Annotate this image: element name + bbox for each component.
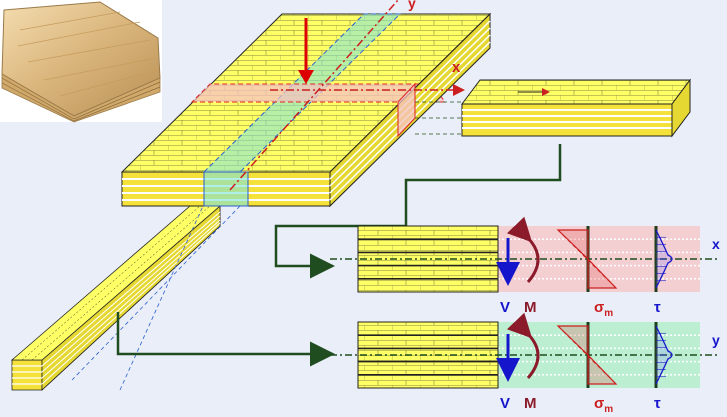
panel-axis-label: y [712,332,720,348]
x-beam-piece [462,80,690,136]
moment-label: M [524,299,537,316]
beam-strip [12,206,220,390]
tau-label: τ [654,299,661,316]
shear-label: V [500,299,510,316]
x-axis-label: x [452,59,461,76]
sigma-label: σm [594,299,613,319]
sigma-label: σm [594,395,613,415]
y-axis-label: y [408,0,416,11]
moment-label: M [524,395,537,412]
clt-photo [0,0,162,122]
sigma-sub-label: m [604,404,613,415]
tau-label: τ [654,395,661,412]
panel-axis-label: x [712,236,720,252]
sigma-sub-label: m [604,308,613,319]
connector-y [118,312,330,354]
shear-label: V [500,395,510,412]
